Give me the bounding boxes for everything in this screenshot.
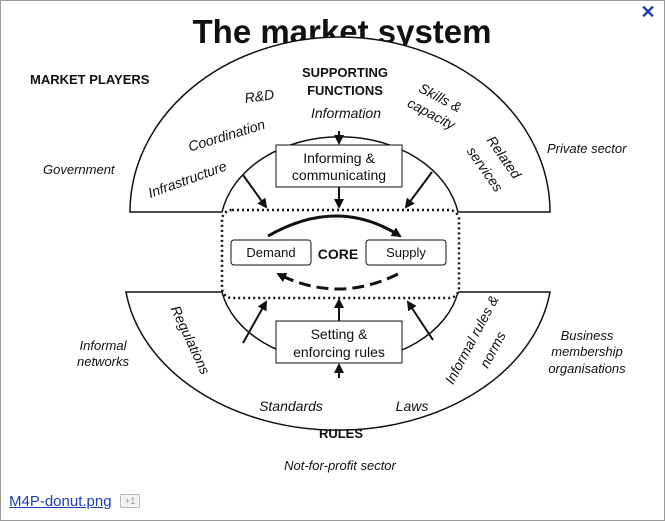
image-filename-link[interactable]: M4P-donut.png xyxy=(9,493,112,510)
label-private-sector: Private sector xyxy=(547,141,627,156)
label-government: Government xyxy=(43,162,116,177)
label-informal-networks-1: Informal xyxy=(80,338,128,353)
close-icon[interactable]: ✕ xyxy=(640,2,656,22)
demand-to-supply-arrow xyxy=(267,214,402,238)
arrow-upper-left xyxy=(242,174,268,209)
setting-label-2: enforcing rules xyxy=(293,344,385,360)
informing-label-1: Informing & xyxy=(303,150,375,166)
core-label: CORE xyxy=(318,246,358,262)
label-business-1: Business xyxy=(561,328,614,343)
heading-supporting-2: FUNCTIONS xyxy=(307,83,383,98)
supply-label: Supply xyxy=(386,245,426,260)
heading-rules: RULES xyxy=(319,426,363,441)
upper-ring xyxy=(129,36,551,213)
ring-label-rnd: R&D xyxy=(244,86,276,106)
arrow-upper-right xyxy=(404,171,433,209)
setting-label-1: Setting & xyxy=(311,326,368,342)
heading-market-players: MARKET PLAYERS xyxy=(30,72,150,87)
demand-label: Demand xyxy=(246,245,295,260)
heading-supporting-1: SUPPORTING xyxy=(302,65,388,80)
supply-box xyxy=(365,239,447,266)
plus-one-badge[interactable]: +1 xyxy=(120,494,141,508)
demand-box xyxy=(230,239,312,266)
ring-label-laws: Laws xyxy=(396,398,429,414)
label-business-2: membership xyxy=(551,344,623,359)
informing-box xyxy=(275,144,403,188)
ring-label-standards: Standards xyxy=(259,398,323,414)
informing-label-2: communicating xyxy=(292,167,386,183)
ring-label-information: Information xyxy=(311,105,381,121)
supply-to-demand-arrow xyxy=(276,272,399,291)
label-business-3: organisations xyxy=(548,361,626,376)
label-informal-networks-2: networks xyxy=(77,354,130,369)
label-not-for-profit: Not-for-profit sector xyxy=(284,458,396,473)
arrow-lower-right xyxy=(406,300,434,341)
arrow-lower-left xyxy=(242,300,267,344)
setting-box xyxy=(275,320,403,364)
